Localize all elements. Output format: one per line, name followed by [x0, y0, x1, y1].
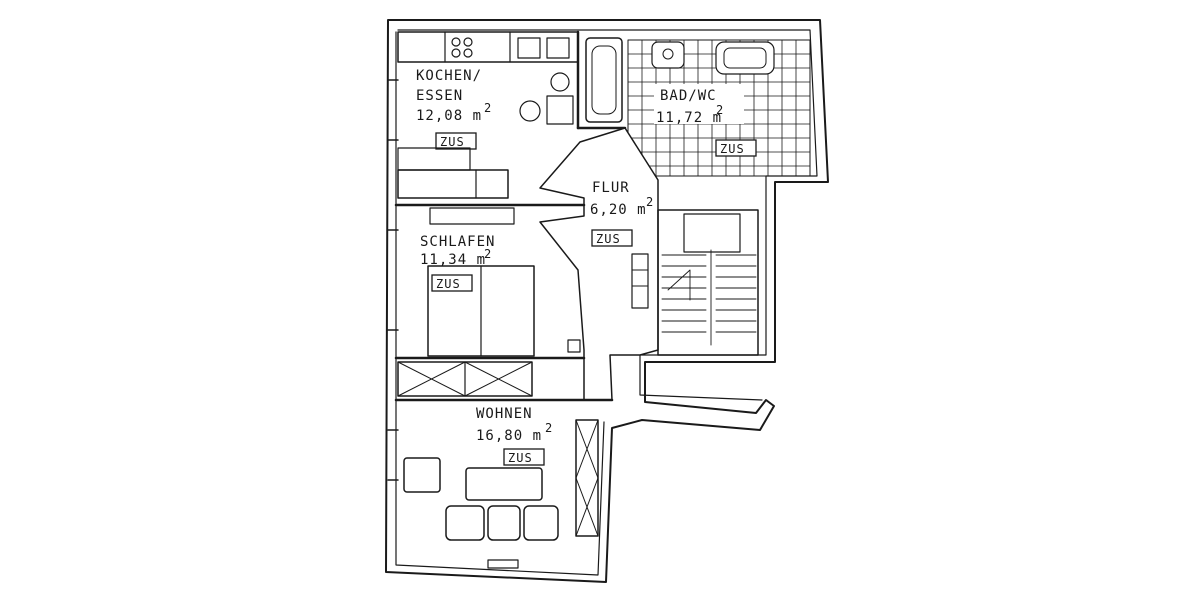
- kitchen-area: 12,08 m: [416, 108, 482, 124]
- hall-label: FLUR: [592, 180, 630, 196]
- kitchen-label-2: ESSEN: [416, 88, 463, 104]
- bath-area-sup: 2: [716, 103, 724, 117]
- bedroom-label: SCHLAFEN: [420, 234, 495, 250]
- bath-label: BAD/WC: [660, 88, 717, 104]
- living-tag: ZUS: [508, 451, 533, 465]
- living-label: WOHNEN: [476, 406, 533, 422]
- outer-wall: [385, 19, 829, 583]
- label-living: WOHNEN 16,80 m 2 ZUS: [476, 406, 553, 466]
- stairwell: [657, 209, 759, 356]
- bedroom-area: 11,34 m: [420, 252, 486, 268]
- living-area: 16,80 m: [476, 428, 542, 444]
- outer-wall-inner: [397, 29, 818, 401]
- hall-area: 6,20 m: [590, 202, 647, 218]
- living-area-sup: 2: [545, 421, 553, 435]
- kitchen-area-sup: 2: [484, 101, 492, 115]
- kitchen-room: [397, 30, 627, 199]
- bedroom-room: [394, 203, 586, 397]
- kitchen-tag: ZUS: [440, 135, 465, 149]
- hall-tag: ZUS: [596, 232, 621, 246]
- hall-area-sup: 2: [646, 195, 654, 209]
- label-hall: FLUR 6,20 m 2 ZUS: [590, 180, 654, 247]
- kitchen-label: KOCHEN/: [416, 68, 482, 84]
- bedroom-tag: ZUS: [436, 277, 461, 291]
- label-kitchen: KOCHEN/ ESSEN 12,08 m 2 ZUS: [416, 68, 492, 150]
- bedroom-area-sup: 2: [484, 247, 492, 261]
- living-room: [394, 398, 614, 569]
- bath-tag: ZUS: [720, 142, 745, 156]
- label-bedroom: SCHLAFEN 11,34 m 2 ZUS: [420, 234, 495, 292]
- bath-area: 11,72 m: [656, 110, 722, 126]
- label-bath: BAD/WC 11,72 m 2 ZUS: [654, 84, 757, 157]
- hall-room: [539, 127, 659, 401]
